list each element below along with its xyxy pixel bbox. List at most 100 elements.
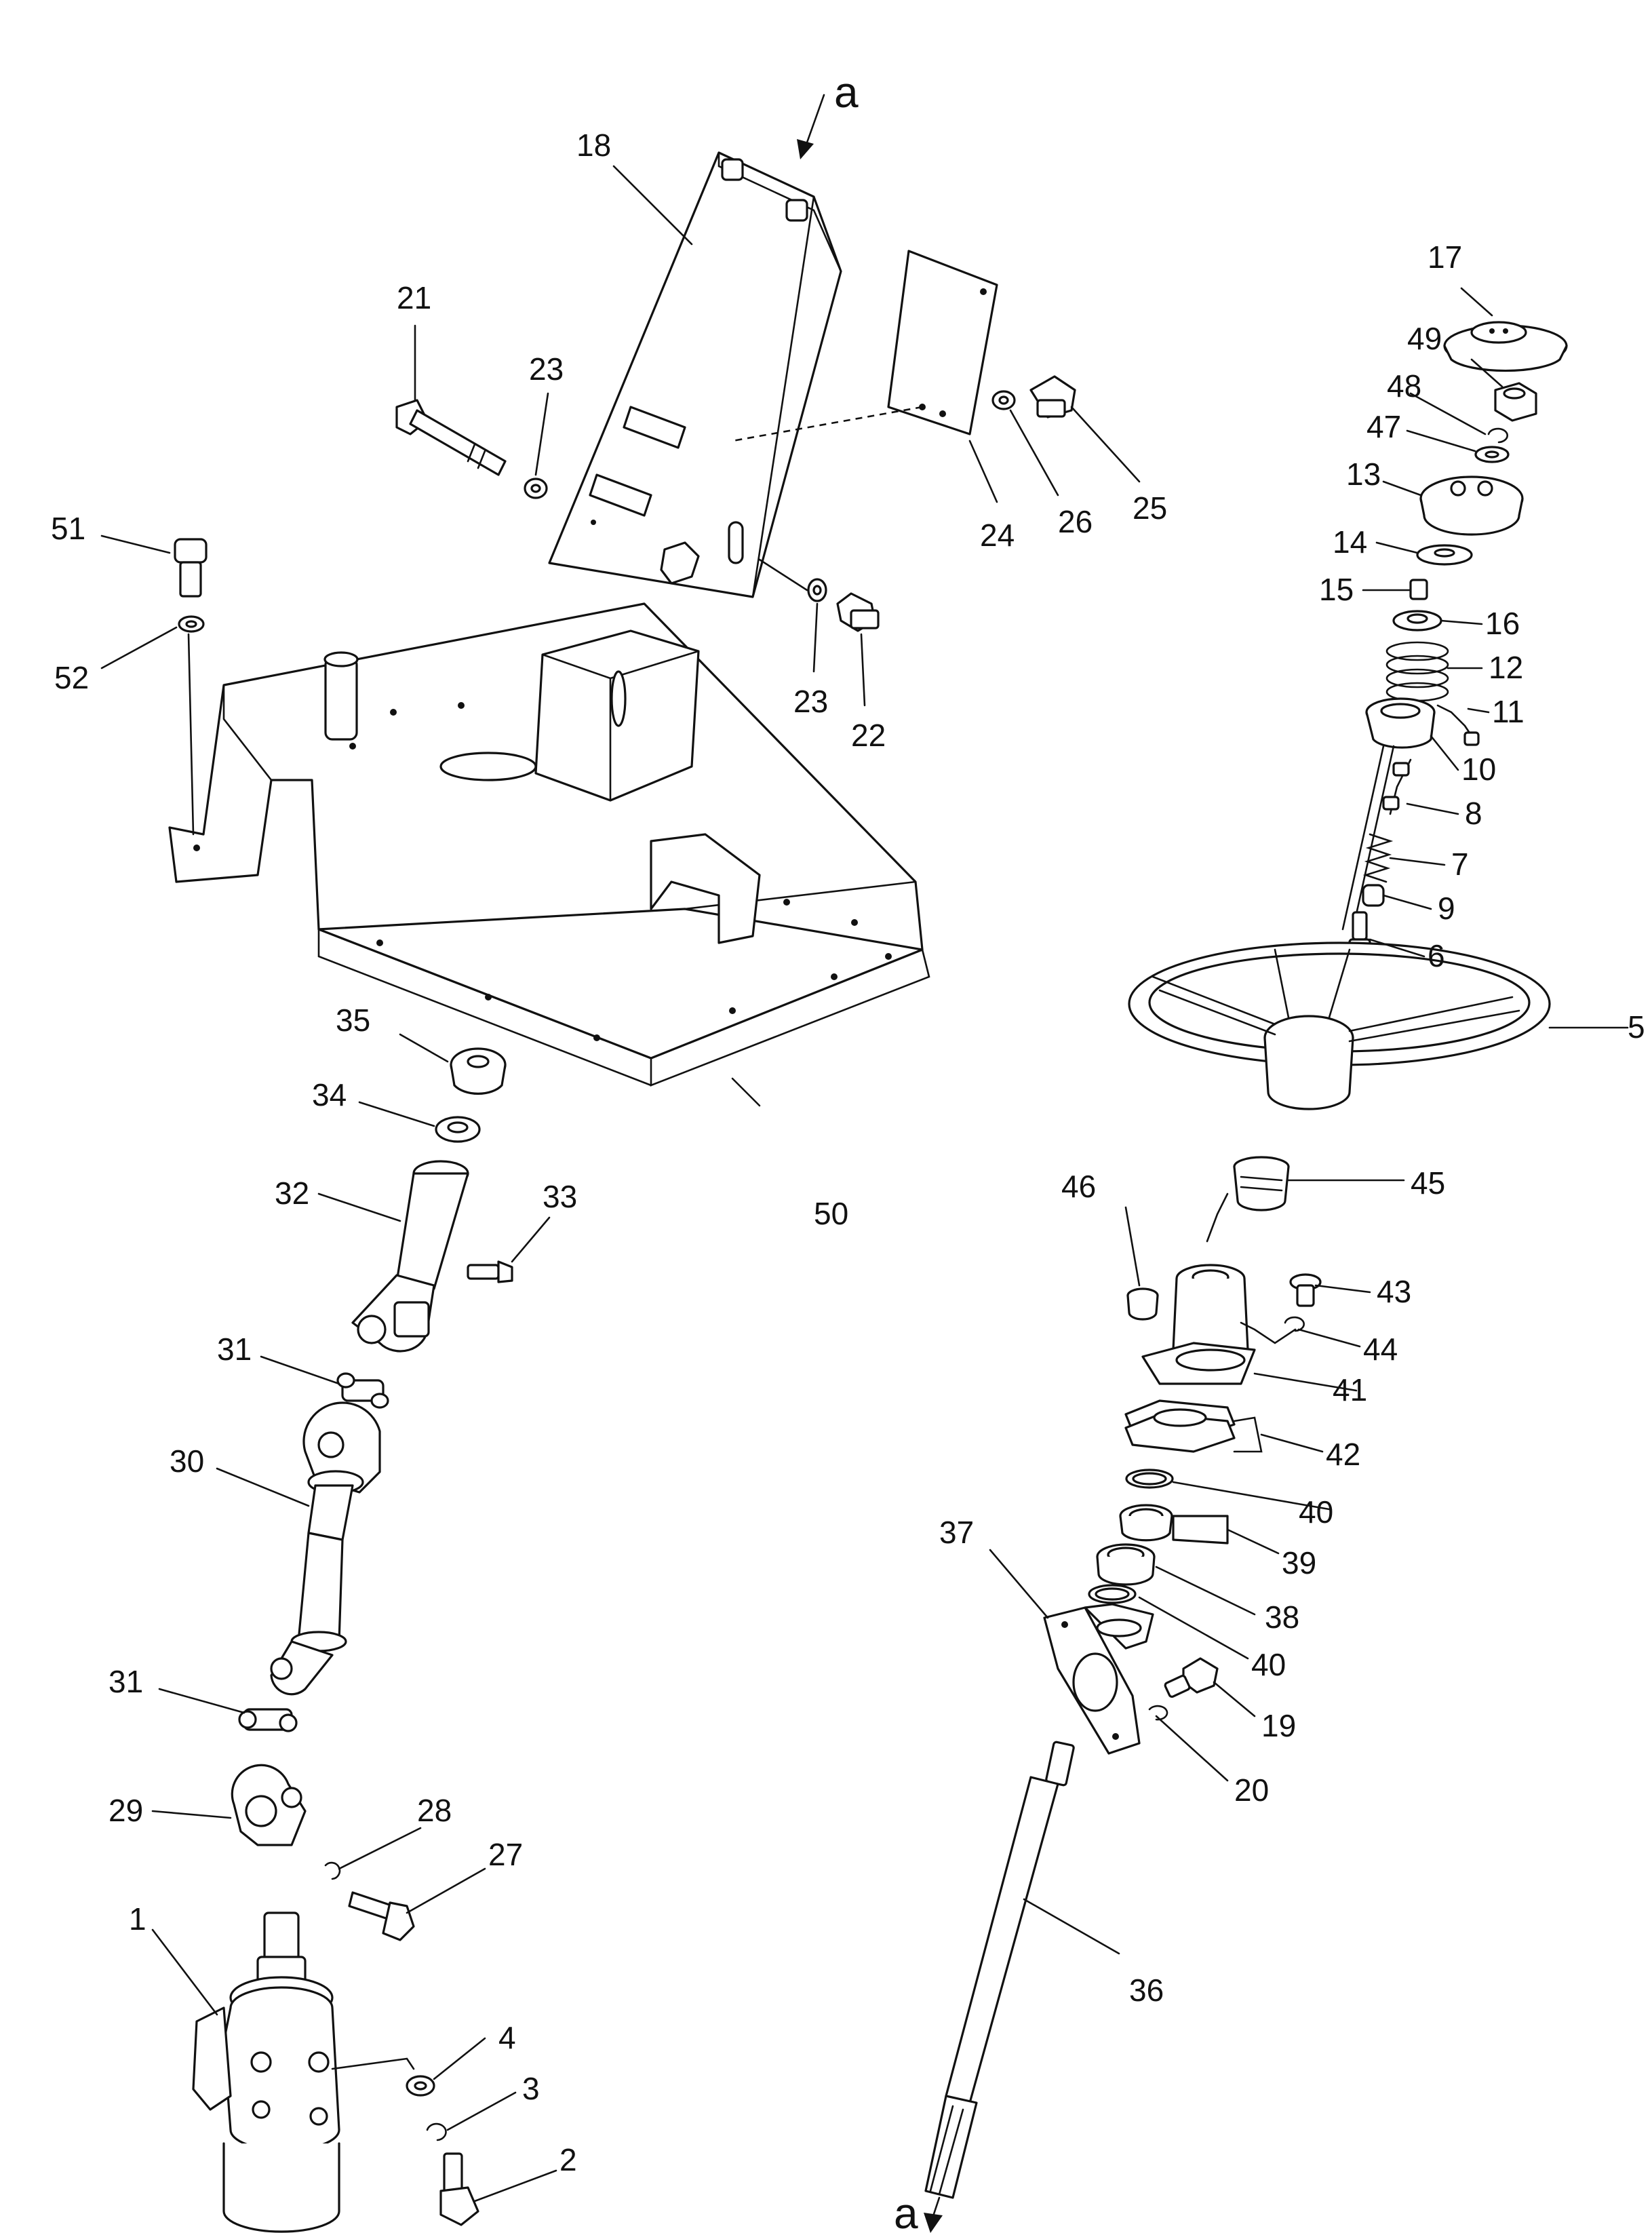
callout-12: 12 — [1489, 650, 1523, 685]
connector-45-drawing — [1206, 1156, 1290, 1243]
callout-2: 2 — [559, 2142, 577, 2177]
callout-51: 51 — [51, 511, 85, 546]
callout-8: 8 — [1465, 796, 1482, 831]
callout-52: 52 — [54, 660, 89, 695]
washer-4-drawing — [406, 2075, 435, 2097]
lock-washer-3-drawing — [426, 2122, 447, 2141]
callout-17: 17 — [1428, 239, 1462, 275]
washer-48-drawing — [1487, 427, 1508, 444]
callout-50: 50 — [814, 1196, 848, 1231]
callout-23-upper: 23 — [529, 351, 564, 387]
floor-cover-drawing — [168, 602, 930, 1087]
bearing-38-drawing — [1096, 1543, 1156, 1586]
callout-21: 21 — [397, 280, 431, 315]
spider-31-upper-drawing — [336, 1372, 389, 1409]
column-bracket-drawing — [548, 151, 842, 598]
contact-plate-14-drawing — [1416, 544, 1473, 566]
horn-cap-17-drawing — [1443, 321, 1568, 372]
callout-25: 25 — [1133, 490, 1167, 526]
washer-52-drawing — [178, 615, 205, 836]
callout-43: 43 — [1377, 1274, 1411, 1309]
callout-15: 15 — [1319, 572, 1354, 607]
bolt-25-drawing — [1029, 375, 1076, 419]
joint-shaft-30-drawing — [270, 1401, 381, 1696]
callout-26: 26 — [1058, 504, 1093, 539]
callout-1: 1 — [129, 1901, 146, 1937]
callout-37: 37 — [939, 1515, 974, 1550]
steering-shaft-36-drawing — [924, 1741, 1075, 2233]
spring-7-drawing — [1362, 833, 1394, 883]
bolt-51-drawing — [174, 538, 208, 598]
contact-8-drawing — [1382, 758, 1412, 815]
bushing-34-drawing — [435, 1116, 481, 1143]
callout-48: 48 — [1387, 368, 1421, 404]
bolt-22-drawing — [836, 592, 880, 632]
callout-47: 47 — [1366, 409, 1401, 444]
collar-10-drawing — [1365, 697, 1436, 749]
callout-11: 11 — [1492, 694, 1525, 729]
callout-40-upper: 40 — [1299, 1494, 1333, 1530]
callout-27: 27 — [488, 1837, 523, 1872]
bolt-27-drawing — [348, 1891, 415, 1941]
section-mark-bottom: a — [894, 2189, 918, 2233]
callout-18: 18 — [576, 128, 611, 163]
washer-23-lower-drawing — [807, 578, 827, 602]
callout-44: 44 — [1363, 1332, 1398, 1367]
callout-30: 30 — [170, 1443, 204, 1479]
callout-36: 36 — [1129, 1973, 1164, 2008]
callout-5: 5 — [1628, 1009, 1645, 1045]
callout-49: 49 — [1407, 321, 1442, 356]
lock-washer-20-drawing — [1148, 1705, 1168, 1721]
callout-42: 42 — [1326, 1437, 1360, 1472]
spider-31-lower-drawing — [238, 1708, 298, 1732]
screw-15-drawing — [1409, 579, 1428, 600]
callout-35: 35 — [336, 1003, 370, 1038]
callout-28: 28 — [417, 1793, 452, 1828]
steering-wheel-5-drawing — [1128, 941, 1551, 1110]
yoke-shaft-32-drawing — [351, 1160, 469, 1353]
callout-10: 10 — [1461, 752, 1496, 787]
seal-39-drawing — [1119, 1504, 1229, 1545]
callout-33: 33 — [543, 1179, 577, 1214]
callout-19: 19 — [1261, 1708, 1296, 1743]
callout-20: 20 — [1234, 1772, 1269, 1808]
callout-6: 6 — [1428, 938, 1445, 973]
callout-23-lower: 23 — [793, 684, 828, 719]
nut-49-drawing — [1494, 382, 1537, 422]
bushing-9-drawing — [1362, 884, 1385, 907]
callout-45: 45 — [1411, 1165, 1445, 1201]
callout-3: 3 — [522, 2071, 540, 2106]
washer-47-drawing — [1474, 446, 1510, 463]
snap-ring-28-drawing — [324, 1861, 341, 1880]
shims-42-drawing — [1124, 1399, 1263, 1453]
column-housing-41-drawing — [1141, 1264, 1297, 1385]
callout-38: 38 — [1265, 1599, 1299, 1635]
washer-23-upper-drawing — [524, 478, 548, 499]
hub-plate-13-drawing — [1419, 475, 1524, 536]
section-arrow-top — [797, 94, 825, 159]
bolt-43-drawing — [1289, 1273, 1322, 1307]
callout-7: 7 — [1451, 847, 1469, 882]
plug-46-drawing — [1126, 1287, 1159, 1321]
callout-13: 13 — [1346, 457, 1381, 492]
callout-24: 24 — [980, 518, 1015, 553]
bushing-35-drawing — [450, 1047, 507, 1095]
snap-ring-40-lower-drawing — [1088, 1584, 1137, 1604]
column-tube-drawing — [1341, 745, 1395, 931]
long-bolt-21-drawing — [395, 399, 507, 476]
spring-12-drawing — [1385, 641, 1449, 702]
callout-14: 14 — [1333, 524, 1367, 560]
snap-ring-40-upper-drawing — [1125, 1469, 1174, 1489]
callout-40-lower: 40 — [1251, 1647, 1286, 1682]
callout-9: 9 — [1438, 891, 1455, 926]
callout-4: 4 — [498, 2020, 516, 2055]
bolt-19-drawing — [1164, 1657, 1219, 1698]
lock-washer-44-drawing — [1284, 1316, 1305, 1332]
callout-41: 41 — [1333, 1372, 1367, 1407]
plate-drawing — [732, 250, 998, 442]
callout-46: 46 — [1061, 1169, 1096, 1204]
callout-32: 32 — [275, 1176, 309, 1211]
callout-16: 16 — [1485, 606, 1520, 641]
callout-34: 34 — [312, 1077, 347, 1112]
